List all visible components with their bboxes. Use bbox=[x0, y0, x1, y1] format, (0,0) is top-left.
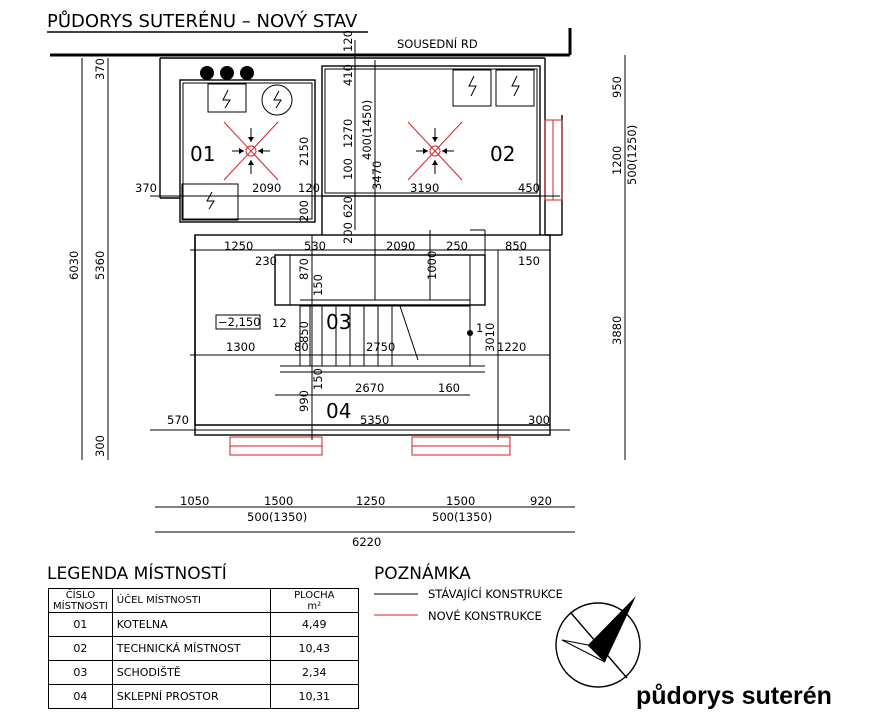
room-label-03: 03 bbox=[326, 310, 351, 334]
legend-header-purpose: ÚČEL MÍSTNOSTI bbox=[111, 588, 271, 613]
dim-b1500b: 1500 bbox=[446, 494, 475, 508]
room-label-01: 01 bbox=[190, 142, 215, 166]
plan-caption: půdorys suterén bbox=[636, 682, 832, 710]
dim-300-bot: 300 bbox=[93, 435, 107, 457]
dim-3010: 3010 bbox=[483, 323, 497, 352]
dim-3470: 3470 bbox=[370, 161, 384, 190]
step-number-last: 1 bbox=[476, 321, 483, 335]
dim-150c: 150 bbox=[311, 368, 325, 390]
dim-230: 230 bbox=[255, 254, 277, 268]
building-walls bbox=[159, 57, 563, 436]
room-label-04: 04 bbox=[326, 399, 351, 423]
dim-1250-top: 1250 bbox=[224, 239, 253, 253]
dim-b920: 920 bbox=[530, 494, 552, 508]
dim-400-1450: 400(1450) bbox=[360, 100, 374, 160]
dim-250: 250 bbox=[446, 239, 468, 253]
dim-150a: 150 bbox=[518, 254, 540, 268]
dim-200b: 200 bbox=[341, 222, 355, 244]
dim-370-top: 370 bbox=[93, 58, 107, 80]
dim-b500-1350b: 500(1350) bbox=[432, 510, 492, 524]
dim-120-mid: 120 bbox=[298, 181, 320, 195]
dim-1270: 1270 bbox=[341, 119, 355, 148]
dim-620: 620 bbox=[341, 196, 355, 218]
dim-2090b: 2090 bbox=[386, 239, 415, 253]
dim-1300: 1300 bbox=[226, 340, 255, 354]
note-new: NOVÉ KONSTRUKCE bbox=[428, 608, 542, 623]
dim-870: 870 bbox=[297, 258, 311, 280]
dim-b1050: 1050 bbox=[180, 494, 209, 508]
legend-title: LEGENDA MÍSTNOSTÍ bbox=[47, 562, 227, 584]
dim-2150: 2150 bbox=[297, 137, 311, 166]
dim-450: 450 bbox=[518, 181, 540, 195]
dim-100: 100 bbox=[341, 158, 355, 180]
dim-200a: 200 bbox=[297, 200, 311, 222]
dim-1000: 1000 bbox=[425, 251, 439, 280]
dim-530: 530 bbox=[304, 239, 326, 253]
dim-850: 850 bbox=[505, 239, 527, 253]
dim-b1250: 1250 bbox=[356, 494, 385, 508]
dim-5350: 5350 bbox=[360, 413, 389, 427]
dim-370-left: 370 bbox=[135, 181, 157, 195]
dim-2090a: 2090 bbox=[252, 181, 281, 195]
north-arrow-icon bbox=[555, 596, 641, 688]
dim-410: 410 bbox=[341, 64, 355, 86]
dim-6030: 6030 bbox=[67, 251, 81, 280]
plan-title: PŮDORYS SUTERÉNU – NOVÝ STAV bbox=[47, 10, 358, 32]
level-mark: −2,150 bbox=[218, 315, 261, 329]
dim-80: 80 bbox=[294, 340, 309, 354]
dim-120-top: 120 bbox=[341, 30, 355, 52]
dim-3190: 3190 bbox=[410, 181, 439, 195]
legend-header-number: ČÍSLO MÍSTNOSTI bbox=[48, 588, 113, 613]
airflow-arrows bbox=[232, 128, 454, 174]
dim-b6220: 6220 bbox=[352, 535, 381, 549]
dim-950: 950 bbox=[610, 76, 624, 98]
room-label-02: 02 bbox=[490, 142, 515, 166]
dim-5360: 5360 bbox=[93, 251, 107, 280]
dim-3880: 3880 bbox=[610, 316, 624, 345]
dim-2750: 2750 bbox=[366, 340, 395, 354]
dim-1200: 1200 bbox=[610, 146, 624, 175]
dim-b500-1350a: 500(1350) bbox=[247, 510, 307, 524]
dim-990: 990 bbox=[297, 390, 311, 412]
neighbor-label: SOUSEDNÍ RD bbox=[397, 36, 478, 51]
dim-1220: 1220 bbox=[497, 340, 526, 354]
step-number-first: 12 bbox=[272, 316, 287, 330]
dim-2670: 2670 bbox=[355, 381, 384, 395]
new-construction-marks bbox=[223, 119, 563, 456]
dimension-lines bbox=[81, 40, 626, 533]
dim-300: 300 bbox=[528, 413, 550, 427]
note-title: POZNÁMKA bbox=[374, 562, 471, 584]
note-existing: STÁVAJÍCÍ KONSTRUKCE bbox=[428, 586, 563, 601]
dim-570: 570 bbox=[167, 413, 189, 427]
dim-160: 160 bbox=[438, 381, 460, 395]
dim-b1500a: 1500 bbox=[264, 494, 293, 508]
dim-850b: 850 bbox=[297, 321, 311, 343]
dim-500-1250: 500(1250) bbox=[625, 125, 639, 185]
dim-150b: 150 bbox=[311, 274, 325, 296]
